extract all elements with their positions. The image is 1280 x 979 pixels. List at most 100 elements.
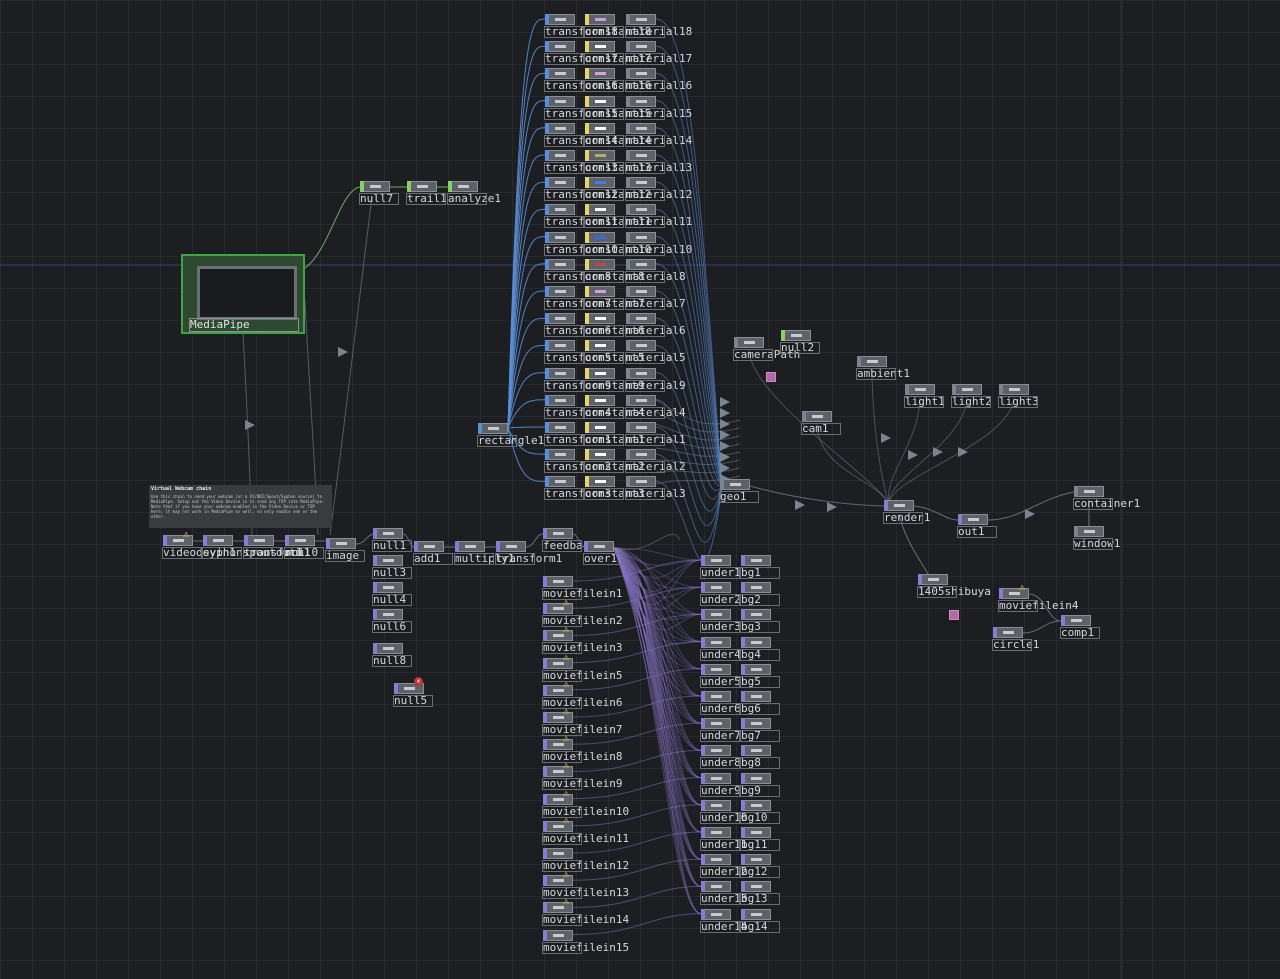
flow-arrow [1025,509,1035,519]
wire [507,426,546,429]
top-thumb-icon [553,770,564,774]
node-cam1-label: cam1 [801,422,841,435]
node-moviefilein12-label: moviefilein12 [541,859,630,872]
node-under1-label: under1 [700,566,741,579]
wire [613,547,702,606]
wire [613,547,702,615]
material-icon [636,208,647,212]
wire [613,547,702,887]
warning-icon: ⚠ [1019,582,1026,593]
wave-icon [791,334,802,337]
mediapipe-component[interactable]: MediaPipe [181,254,305,334]
node-transform1-label: transform1 [543,433,612,446]
node-material9-label: material9 [625,378,686,392]
wire [613,547,702,724]
node-transform1-label: transform1 [242,546,311,559]
top-thumb-icon [711,776,722,780]
wire [1022,593,1062,634]
comment-box[interactable]: Virtual Webcam chain Use this chain to s… [149,485,332,528]
node-bg9-label: bg9 [740,783,780,797]
wire [613,547,702,643]
node-material12-label: material12 [624,188,693,202]
top-thumb-icon [555,208,566,212]
node-constant3-label: constant3 [584,487,645,501]
wire [572,858,702,881]
wire [655,45,723,487]
wire [613,547,702,643]
parameter-marker-icon[interactable] [766,372,776,382]
camera-icon [744,341,755,344]
node-under12-label: under12 [699,865,748,879]
top-thumb-icon [751,831,762,834]
node-moviefilein1-label: moviefilein1 [541,587,623,600]
node-under13-label: under13 [699,892,748,906]
top-thumb-icon [553,743,564,747]
node-render1-label: render1 [882,511,931,524]
node-syphon-label: syphonspoutout1 [201,546,303,559]
flow-arrow [908,450,918,460]
node-container1-label: container1 [1072,497,1141,510]
wire [613,547,702,579]
top-thumb-icon [751,586,762,590]
node-transform17-label: transform17 [544,52,618,66]
warning-icon: ⚠ [563,814,570,826]
top-thumb-icon [553,824,564,828]
node-material18-label: material18 [624,25,693,38]
top-thumb-icon [711,803,722,807]
node-add-label: add1 [413,552,453,565]
wire [816,422,891,507]
wire [507,344,546,429]
wire [913,505,959,521]
material-icon [636,317,647,321]
node-material13-label: material13 [624,161,693,174]
warning-icon: ⚠ [563,597,570,609]
top-thumb-icon [751,559,762,562]
node-light3-label: light3 [998,395,1039,408]
top-thumb-icon [751,640,762,644]
node-moviefilein3-label: moviefilein3 [541,641,623,655]
top-thumb-icon [711,858,722,862]
top-thumb-icon [595,317,606,321]
material-icon [636,72,647,76]
node-null4-label: null4 [371,593,413,606]
top-thumb-icon [711,831,722,834]
node-bg14-label: bg14 [740,919,780,933]
node-bg8-label: bg8 [740,756,780,770]
node-transform8-label: transform8 [543,269,612,283]
top-thumb-icon [595,181,606,185]
wire [655,372,723,500]
top-thumb-icon [553,580,564,583]
top-thumb-icon [295,539,306,542]
top-thumb-icon [555,453,566,457]
node-comp1-label: comp1 [1059,626,1101,639]
top-thumb-icon [751,803,762,807]
node-moviefilein15-label: moviefilein15 [541,940,630,954]
wire [507,427,546,482]
wire [613,547,702,860]
wire [572,777,702,800]
wire [613,547,702,697]
wire [613,547,702,751]
wire [572,804,702,827]
node-null0-label: null0 [283,546,325,559]
flow-arrow [720,408,730,418]
mediapipe-label: MediaPipe [189,318,299,332]
wire [655,208,723,487]
wire [613,547,702,779]
node-material1-label: material1 [625,433,686,446]
node-constant11-label: constant11 [583,215,652,229]
top-thumb-icon [751,722,762,726]
parameter-marker-icon[interactable] [949,610,959,620]
node-material16-label: material16 [624,79,693,93]
node-transform18-label: transform18 [544,25,618,38]
wire [888,395,968,507]
node-moviefilein5-label: moviefilein5 [541,668,623,682]
node-moviefilein9-label: moviefilein9 [541,777,623,791]
node-under7-label: under7 [700,729,741,743]
node-transform13-label: transform13 [544,161,618,174]
node-under14-label: under14 [699,919,748,933]
wire [613,547,702,806]
node-material10-label: material10 [624,242,693,256]
node-under3-label: under3 [700,620,741,634]
